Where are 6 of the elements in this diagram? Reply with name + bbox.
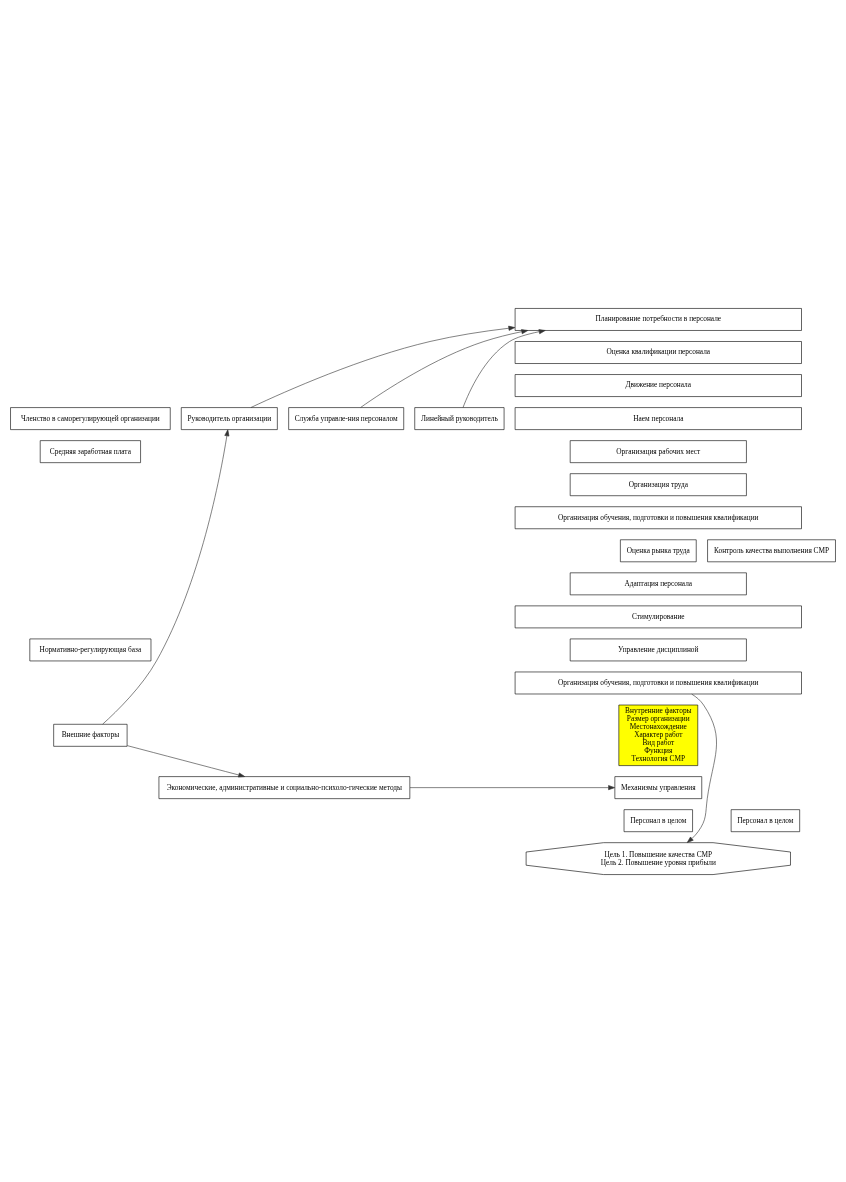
arrow [250,325,516,408]
arrow [102,428,230,724]
arrow [127,744,246,777]
arrow [409,784,615,790]
arrow [462,328,546,408]
arrow [360,328,529,408]
